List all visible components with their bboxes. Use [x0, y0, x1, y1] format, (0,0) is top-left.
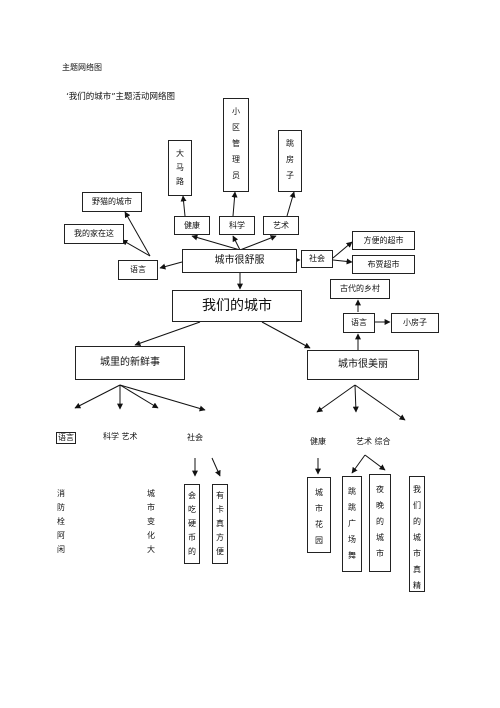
node-dance-char-2: 房 [286, 155, 294, 164]
node-comfort-society: 社会 [301, 250, 333, 268]
node-road-char-3: 路 [176, 177, 184, 186]
leaf-card-char-5: 便 [216, 547, 224, 556]
leaf-essence: 我 们 的 城 市 真 精 [409, 476, 425, 592]
leaf-square-dance-char-5: 舞 [348, 551, 356, 560]
leaf-card-char-4: 方 [216, 533, 224, 542]
node-comfort-health: 健康 [174, 216, 210, 235]
node-manager-char-1: 小 [232, 107, 240, 116]
node-my-home: 我的家在这 [64, 224, 124, 244]
leaf-fire-char-5: 闲 [57, 545, 65, 554]
node-manager-char-3: 管 [232, 139, 240, 148]
node-fresh: 城里的新鲜事 [75, 346, 185, 380]
node-dance-char-3: 子 [286, 171, 294, 180]
leaf-fire-char-3: 栓 [57, 517, 65, 526]
label-fresh-science-art: 科学 艺术 [103, 432, 138, 441]
node-road: 大 马 路 [168, 140, 192, 196]
leaf-card-char-2: 卡 [216, 505, 224, 514]
label-fresh-society: 社会 [187, 433, 203, 442]
node-comfort: 城市很舒服 [182, 249, 297, 273]
leaf-essence-char-3: 的 [413, 517, 421, 526]
page-subtitle: ‘我们的城市”主题活动网络图 [66, 92, 176, 102]
node-little-house: 小房子 [391, 313, 439, 333]
node-road-char-2: 马 [176, 163, 184, 172]
leaf-garden-char-3: 花 [315, 520, 323, 529]
node-beauty: 城市很美丽 [307, 350, 419, 380]
node-center: 我们的城市 [172, 290, 302, 322]
leaf-change-char-1: 城 [147, 489, 155, 498]
leaf-fire-char-1: 消 [57, 489, 65, 498]
node-manager-char-5: 员 [232, 171, 240, 180]
leaf-essence-char-6: 真 [413, 565, 421, 574]
page-heading: 主题网络图 [62, 63, 102, 72]
node-manager: 小 区 管 理 员 [223, 98, 249, 192]
leaf-night-city-char-1: 夜 [376, 485, 384, 494]
leaf-square-dance-char-2: 跳 [348, 503, 356, 512]
leaf-coin-char-3: 硬 [188, 519, 196, 528]
leaf-card: 有 卡 真 方 便 [212, 484, 228, 564]
node-road-char-1: 大 [176, 149, 184, 158]
leaf-essence-char-2: 们 [413, 501, 421, 510]
node-comfort-art: 艺术 [263, 216, 299, 235]
leaf-essence-char-4: 城 [413, 533, 421, 542]
leaf-coin-char-2: 吃 [188, 505, 196, 514]
node-beauty-language: 语言 [343, 313, 375, 333]
leaf-garden-char-4: 园 [315, 536, 323, 545]
leaf-square-dance-char-4: 场 [348, 535, 356, 544]
leaf-garden-char-1: 城 [315, 488, 323, 497]
node-bubu: 布贾超市 [352, 255, 415, 274]
leaf-essence-char-5: 市 [413, 549, 421, 558]
node-dance-char-1: 跳 [286, 139, 294, 148]
node-comfort-science: 科学 [219, 216, 255, 235]
leaf-night-city-char-2: 晚 [376, 501, 384, 510]
node-comfort-language: 语言 [118, 260, 158, 280]
leaf-essence-char-1: 我 [413, 485, 421, 494]
leaf-garden: 城 市 花 园 [307, 477, 331, 553]
node-wild-cat: 野猫的城市 [82, 192, 142, 212]
node-village: 古代的乡村 [330, 279, 390, 299]
leaf-square-dance-char-3: 广 [348, 519, 356, 528]
leaf-coin-char-1: 会 [188, 491, 196, 500]
leaf-change-char-5: 大 [147, 545, 155, 554]
leaf-night-city: 夜 晚 的 城 市 [369, 474, 391, 572]
leaf-coin: 会 吃 硬 币 的 [184, 484, 200, 564]
leaf-garden-char-2: 市 [315, 504, 323, 513]
leaf-fire-char-4: 阿 [57, 531, 65, 540]
label-fresh-language: 语言 [56, 432, 76, 444]
leaf-fire: 消 防 栓 阿 闲 [54, 487, 68, 557]
leaf-essence-char-7: 精 [413, 581, 421, 590]
node-supermarket: 方便的超市 [352, 231, 415, 250]
leaf-card-char-1: 有 [216, 491, 224, 500]
leaf-card-char-3: 真 [216, 519, 224, 528]
node-manager-char-2: 区 [232, 123, 240, 132]
leaf-coin-char-4: 币 [188, 533, 196, 542]
leaf-coin-char-5: 的 [188, 547, 196, 556]
leaf-change-char-3: 变 [147, 517, 155, 526]
label-beauty-art-combo: 艺术 综合 [356, 437, 391, 446]
leaf-change: 城 市 变 化 大 [144, 487, 158, 557]
leaf-fire-char-2: 防 [57, 503, 65, 512]
node-dance: 跳 房 子 [278, 130, 302, 192]
leaf-night-city-char-5: 市 [376, 549, 384, 558]
leaf-square-dance: 跳 跳 广 场 舞 [342, 476, 362, 572]
leaf-night-city-char-4: 城 [376, 533, 384, 542]
leaf-square-dance-char-1: 跳 [348, 487, 356, 496]
leaf-night-city-char-3: 的 [376, 517, 384, 526]
node-manager-char-4: 理 [232, 155, 240, 164]
leaf-change-char-2: 市 [147, 503, 155, 512]
label-beauty-health: 健康 [310, 437, 326, 446]
leaf-change-char-4: 化 [147, 531, 155, 540]
